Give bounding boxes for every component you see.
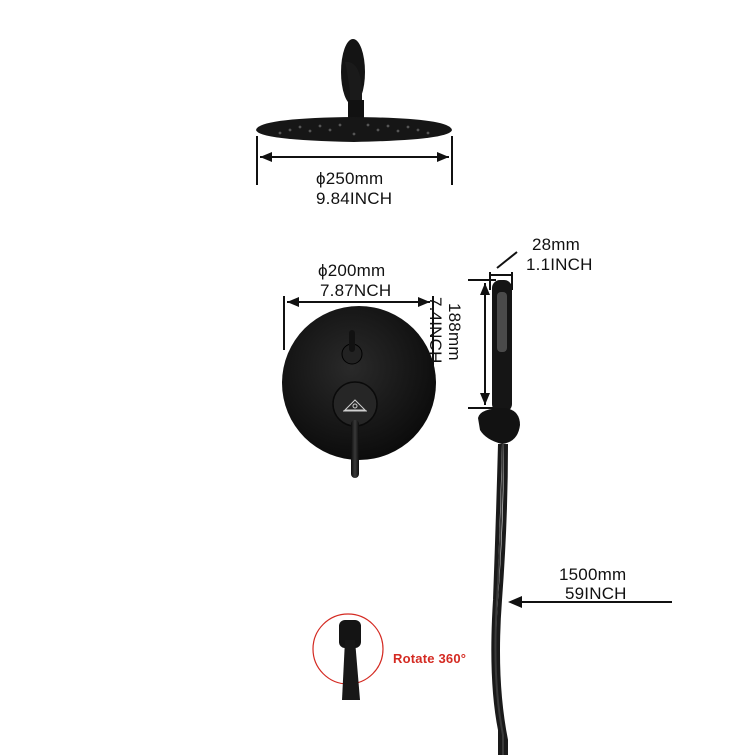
hand-shower	[478, 280, 520, 755]
shower-head-diameter-mm: ϕ250mm	[316, 169, 384, 188]
hose-length-mm: 1500mm	[559, 565, 627, 584]
shower-nozzles	[278, 123, 430, 136]
shower-head-dimension	[256, 136, 453, 185]
hose-length-pointer	[508, 596, 672, 608]
shower-head-diameter-inch: 9.84INCH	[316, 189, 393, 208]
hand-shower-holder	[478, 408, 520, 444]
shower-hose	[491, 443, 508, 755]
hand-shower-grip-texture	[497, 292, 507, 352]
diverter-stem	[349, 330, 355, 352]
hand-shower-length-mm: 188mm	[445, 303, 464, 361]
tub-spout-body	[342, 640, 360, 700]
tub-spout	[312, 613, 384, 700]
hand-shower-dimension	[468, 251, 518, 409]
tub-spout-flange	[339, 620, 361, 648]
valve-plate	[282, 306, 436, 478]
shower-hose-inner	[494, 443, 504, 755]
shower-head	[256, 39, 452, 142]
hand-shower-width-mm: 28mm	[532, 235, 581, 254]
hand-shower-length-inch: 7.4INCH	[426, 297, 445, 364]
rotate-label: Rotate 360°	[393, 651, 467, 666]
valve-plate-diameter-inch: 7.87NCH	[320, 281, 392, 300]
hand-shower-width-inch: 1.1INCH	[526, 255, 593, 274]
shower-arm-neck	[348, 100, 364, 120]
shower-arm	[345, 61, 362, 112]
hose-length-inch: 59INCH	[565, 584, 627, 603]
mixer-lever	[351, 420, 359, 478]
shower-head-disc	[256, 117, 452, 142]
brand-logo-icon	[343, 399, 367, 412]
valve-plate-diameter-mm: ϕ200mm	[318, 261, 386, 280]
